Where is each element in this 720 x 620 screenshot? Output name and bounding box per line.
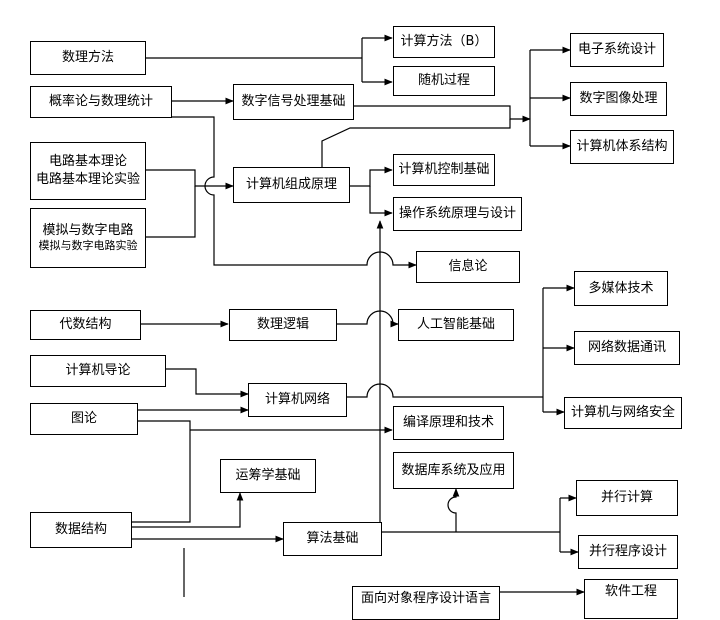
- node-label: 数理逻辑: [256, 317, 309, 333]
- node-wangluo[interactable]: 计算机网络: [248, 383, 347, 417]
- node-label: 计算机组成原理: [245, 177, 337, 193]
- node-label: 面向对象程序设计语言: [360, 591, 491, 606]
- node-moni[interactable]: 模拟与数字电路 模拟与数字电路实验: [30, 208, 146, 268]
- edge-zucheng-caozuo: [369, 186, 393, 217]
- node-label: 数理方法: [61, 50, 114, 66]
- edge-shuju-up: [132, 420, 191, 523]
- node-label: 数字图像处理: [579, 91, 658, 107]
- node-dianlu[interactable]: 电路基本理论 电路基本理论实验: [30, 142, 146, 200]
- node-tuxiang[interactable]: 数字图像处理: [570, 82, 667, 116]
- node-label: 计算方法（B）: [400, 34, 488, 50]
- node-gailv[interactable]: 概率论与数理统计: [30, 86, 172, 118]
- node-label: 操作系统原理与设计: [398, 206, 516, 222]
- node-label: 图论: [70, 411, 97, 427]
- node-label: 模拟与数字电路: [42, 222, 134, 238]
- node-tixi[interactable]: 计算机体系结构: [570, 130, 674, 164]
- node-label: 多媒体技术: [588, 280, 654, 296]
- node-mianxiang[interactable]: 面向对象程序设计语言: [352, 586, 500, 620]
- edge-dianlu-zucheng: [146, 169, 234, 190]
- edge-luoji-rengong: [337, 310, 399, 328]
- node-label: 运筹学基础: [235, 468, 301, 484]
- node-tongxun[interactable]: 网络数据通讯: [574, 331, 680, 365]
- node-label: 编译原理和技术: [402, 415, 494, 431]
- node-xinxi[interactable]: 信息论: [416, 251, 520, 283]
- node-xinhao[interactable]: 数字信号处理基础: [233, 84, 354, 120]
- node-label: 电子系统设计: [577, 42, 656, 58]
- node-jisuan-b[interactable]: 计算方法（B）: [393, 26, 495, 58]
- node-label-2: 模拟与数字电路实验: [38, 239, 138, 253]
- node-shuli[interactable]: 数理方法: [30, 41, 146, 75]
- edge-zucheng-kongzhi: [350, 166, 393, 187]
- edge-moni: [146, 186, 196, 238]
- connector-lines: [132, 0, 585, 597]
- node-label: 网络数据通讯: [587, 340, 666, 356]
- node-shujuku[interactable]: 数据库系统及应用: [393, 452, 514, 489]
- node-kongzhi[interactable]: 计算机控制基础: [393, 154, 495, 186]
- node-label: 电路基本理论: [48, 154, 127, 170]
- node-binxing[interactable]: 并行计算: [576, 480, 678, 516]
- node-dianzi[interactable]: 电子系统设计: [570, 33, 664, 67]
- node-label: 数字信号处理基础: [241, 94, 346, 110]
- node-label: 计算机导论: [65, 363, 131, 379]
- node-tulun[interactable]: 图论: [30, 403, 138, 435]
- node-luoji[interactable]: 数理逻辑: [229, 309, 337, 341]
- node-suiji[interactable]: 随机过程: [393, 66, 495, 96]
- node-label: 信息论: [448, 259, 488, 275]
- node-bianyi[interactable]: 编译原理和技术: [393, 406, 504, 440]
- node-label: 数据结构: [54, 522, 107, 538]
- node-anquan[interactable]: 计算机与网络安全: [564, 397, 682, 429]
- node-label: 计算机与网络安全: [570, 405, 675, 421]
- node-yunchou[interactable]: 运筹学基础: [220, 459, 316, 493]
- node-ruanjian[interactable]: 软件工程: [584, 579, 678, 619]
- edge-wangluo-net: [347, 383, 543, 398]
- node-shuju[interactable]: 数据结构: [30, 512, 132, 548]
- node-binxing-cx[interactable]: 并行程序设计: [578, 535, 678, 569]
- edge-gailv-xinxi: [172, 116, 417, 269]
- node-label: 随机过程: [417, 73, 470, 89]
- node-suanfa[interactable]: 算法基础: [283, 522, 382, 556]
- node-daishu[interactable]: 代数结构: [30, 310, 141, 340]
- node-label: 计算机控制基础: [398, 162, 490, 178]
- edge-to-jisuan-b: [361, 38, 392, 82]
- edge-shuju-yunchou: [132, 492, 244, 528]
- edge-xinhao-app: [354, 105, 531, 123]
- node-label-2: 电路基本理论实验: [35, 172, 140, 187]
- node-duomeiti[interactable]: 多媒体技术: [574, 271, 668, 306]
- node-daolun[interactable]: 计算机导论: [30, 355, 166, 387]
- node-label: 软件工程: [604, 584, 657, 599]
- edge-to-shujuku: [447, 488, 460, 532]
- node-caozuo[interactable]: 操作系统原理与设计: [393, 197, 522, 231]
- node-label: 并行程序设计: [588, 544, 667, 560]
- node-label: 数据库系统及应用: [401, 462, 506, 478]
- node-label: 代数结构: [59, 317, 112, 333]
- node-label: 概率论与数理统计: [48, 94, 153, 110]
- node-rengong[interactable]: 人工智能基础: [398, 309, 514, 341]
- node-label: 并行计算: [600, 490, 653, 506]
- node-label: 计算机网络: [264, 392, 330, 408]
- node-zucheng[interactable]: 计算机组成原理: [233, 167, 350, 203]
- edge-daolun-wangluo: [166, 368, 249, 398]
- course-dependency-diagram: 数理方法 概率论与数理统计 电路基本理论 电路基本理论实验 模拟与数字电路 模拟…: [30, 0, 682, 620]
- node-label: 算法基础: [306, 531, 359, 547]
- edge-zucheng-tixi: [321, 119, 511, 167]
- node-label: 计算机体系结构: [576, 139, 668, 155]
- node-label: 人工智能基础: [416, 317, 495, 333]
